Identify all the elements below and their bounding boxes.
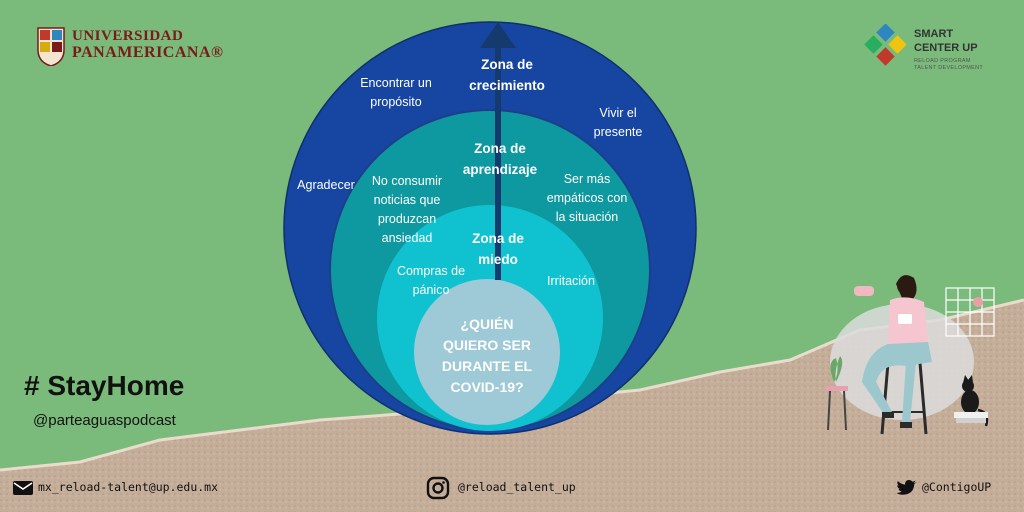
empathy-label-line3: la situación xyxy=(555,210,619,224)
learning-zone-title-line2: aprendizaje xyxy=(462,162,538,177)
smart-center-line1: SMART xyxy=(914,28,954,40)
book-stack xyxy=(954,412,988,418)
smart-center-line2: CENTER UP xyxy=(914,42,978,54)
footer-email[interactable]: mx_reload-talent@up.edu.mx xyxy=(38,480,219,494)
growth-zone-title: Zona de crecimiento xyxy=(448,54,566,96)
podcast-handle: @parteaguaspodcast xyxy=(33,412,176,429)
news-label-line2: noticias que xyxy=(373,193,441,207)
fear-zone-title: Zona de miedo xyxy=(448,228,548,270)
footer-twitter[interactable]: @ContigoUP xyxy=(922,480,992,494)
smart-center-sub2: TALENT DEVELOPMENT xyxy=(914,65,984,71)
panic-buying-label: Compras de pánico xyxy=(386,262,476,300)
present-label-line2: presente xyxy=(593,125,643,139)
universidad-panamericana-logo: UNIVERSIDAD PANAMERICANA® xyxy=(36,26,236,70)
fear-zone-title-line1: Zona de xyxy=(472,231,524,246)
growth-zone-title-line2: crecimiento xyxy=(469,78,545,93)
university-crest-icon xyxy=(37,27,65,66)
stayhome-hashtag: # StayHome xyxy=(24,370,185,401)
fear-zone-title-line2: miedo xyxy=(478,252,518,267)
growth-arrow-head xyxy=(480,22,516,48)
center-question-line3: DURANTE EL xyxy=(441,358,533,374)
purpose-label-line2: propósito xyxy=(370,95,422,109)
side-stool-seat xyxy=(826,386,848,391)
twitter-icon xyxy=(896,480,917,495)
center-question-line4: COVID-19? xyxy=(450,379,524,395)
footer-instagram[interactable]: @reload_talent_up xyxy=(458,480,576,494)
speech-bubble-icon xyxy=(854,286,874,296)
growth-zone-title-line1: Zona de xyxy=(481,57,533,72)
purpose-label: Encontrar un propósito xyxy=(348,74,444,112)
news-label-line3: produzcan xyxy=(377,212,437,226)
woman-pants xyxy=(862,342,932,414)
woman-with-cat-illustration xyxy=(826,275,995,435)
university-name-line2: PANAMERICANA® xyxy=(72,44,224,61)
present-label-line1: Vivir el xyxy=(599,106,637,120)
learning-zone-title-line1: Zona de xyxy=(474,141,526,156)
panic-buying-label-line1: Compras de xyxy=(396,264,466,278)
news-label: No consumir noticias que produzcan ansie… xyxy=(362,172,452,248)
smart-center-logo: SMART CENTER UP RELOAD PROGRAM TALENT DE… xyxy=(862,24,1002,74)
instagram-icon xyxy=(426,476,450,500)
thank-label: Agradecer xyxy=(297,178,355,192)
empathy-label-line2: empáticos con xyxy=(546,191,628,205)
news-label-line4: ansiedad xyxy=(381,231,433,245)
mug-icon xyxy=(898,314,912,324)
empathy-label: Ser más empáticos con la situación xyxy=(540,170,634,227)
plant-icon xyxy=(830,356,843,382)
center-question-line2: QUIERO SER xyxy=(443,337,531,353)
center-circle xyxy=(414,279,560,425)
mail-icon xyxy=(13,481,33,495)
center-question: ¿QUIÉN QUIERO SER DURANTE EL COVID-19? xyxy=(432,314,542,398)
irritation-label: Irritación xyxy=(547,274,595,288)
learning-zone-title: Zona de aprendizaje xyxy=(440,138,560,180)
center-question-line1: ¿QUIÉN xyxy=(460,316,514,332)
calendar-grid-icon xyxy=(945,287,995,337)
news-label-line1: No consumir xyxy=(371,174,443,188)
panic-buying-label-line2: pánico xyxy=(412,283,450,297)
purpose-label-line1: Encontrar un xyxy=(360,76,432,90)
university-name-line1: UNIVERSIDAD xyxy=(72,28,184,44)
smart-center-diamond-icon xyxy=(864,24,907,66)
smart-center-sub1: RELOAD PROGRAM xyxy=(914,58,971,64)
calendar-flower-icon xyxy=(973,297,983,307)
present-label: Vivir el presente xyxy=(580,104,656,142)
empathy-label-line1: Ser más xyxy=(563,172,611,186)
